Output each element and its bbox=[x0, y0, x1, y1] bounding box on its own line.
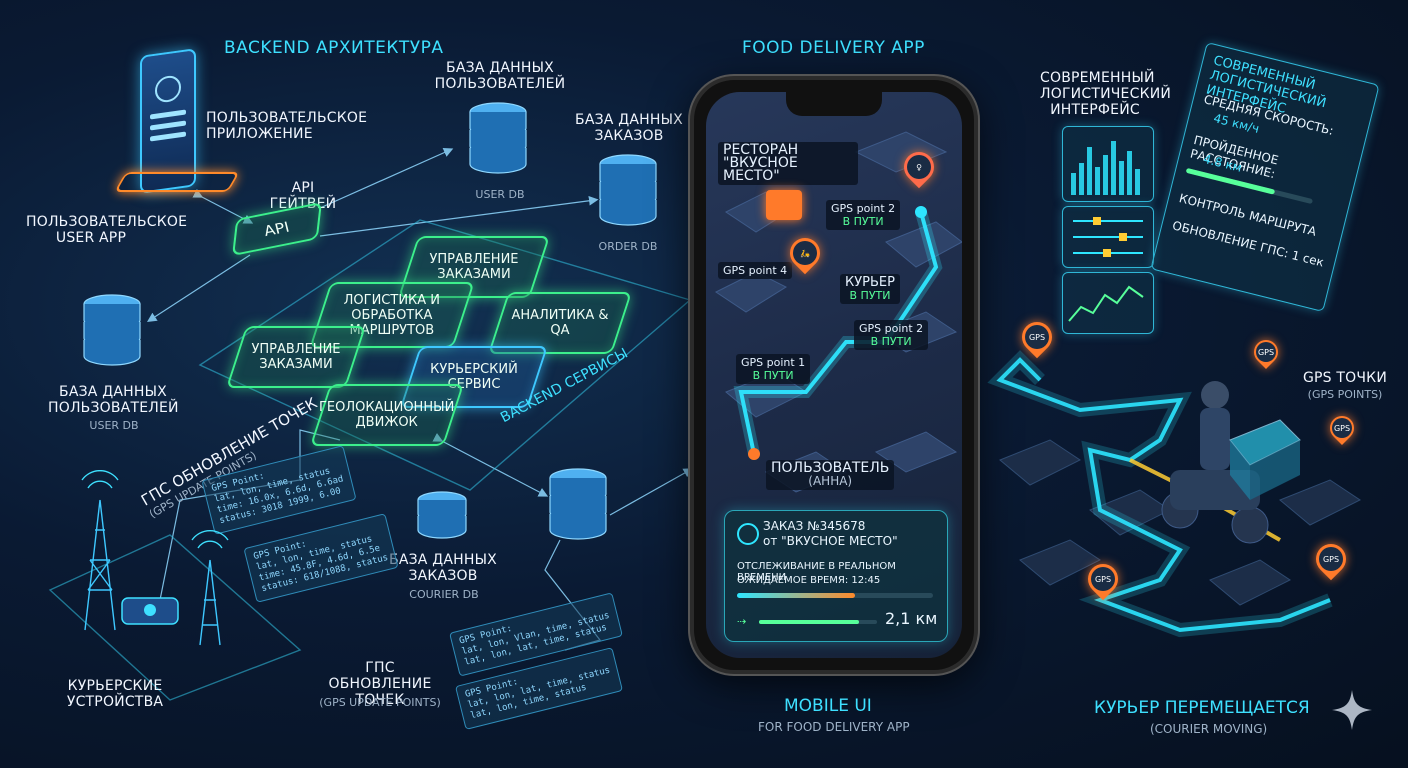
user-db-left-sub: USER DB bbox=[89, 419, 139, 432]
order-tracking: ОТСЛЕЖИВАНИЕ В РЕАЛЬНОМ ВРЕМЕНИ bbox=[737, 561, 896, 583]
distance-progress-fill bbox=[759, 620, 860, 624]
phone-notch bbox=[786, 92, 882, 116]
order-from: от "ВКУСНОЕ МЕСТО" bbox=[763, 534, 898, 548]
courier-moving-title: КУРЬЕР ПЕРЕМЕЩАЕТСЯ bbox=[1094, 698, 1310, 718]
service-analytics: АНАЛИТИКА & QA bbox=[487, 292, 633, 354]
courier-name: КУРЬЕР bbox=[845, 275, 895, 290]
distance-progress-track bbox=[759, 620, 877, 624]
user-db-top-sub: USER DB bbox=[475, 188, 525, 201]
eta-progress-fill bbox=[737, 593, 855, 598]
courier-tag: КУРЬЕР В ПУТИ bbox=[840, 274, 900, 304]
user-db-left-icon bbox=[83, 294, 141, 366]
gps-update-bottom-title: ГПС ОБНОВЛЕНИЕ ТОЧЕК bbox=[328, 660, 432, 708]
courier-tower-icons bbox=[81, 470, 229, 646]
restaurant-label: РЕСТОРАН "ВКУСНОЕ МЕСТО" bbox=[718, 142, 858, 185]
gps-point-2-mid-name: GPS point 2 bbox=[859, 322, 924, 335]
gps-point-4: GPS point 4 bbox=[718, 262, 793, 279]
order-eta: ОЖИДАЕМОЕ ВРЕМЯ: 12:45 bbox=[737, 575, 881, 586]
gps-points-label: GPS ТОЧКИ bbox=[1302, 370, 1387, 386]
phone-screen: РЕСТОРАН "ВКУСНОЕ МЕСТО" ♀ GPS point 2 В… bbox=[706, 92, 962, 658]
gps-point-4-name: GPS point 4 bbox=[723, 264, 788, 277]
app-title: FOOD DELIVERY APP bbox=[742, 38, 925, 58]
eta-progress-track bbox=[737, 593, 933, 598]
restaurant-icon bbox=[766, 190, 802, 220]
hud-bar-chart bbox=[1062, 126, 1154, 202]
order-db-top-title: БАЗА ДАННЫХ ЗАКАЗОВ bbox=[575, 112, 683, 144]
courier-db-icon bbox=[549, 468, 607, 540]
user-icon bbox=[737, 523, 759, 545]
gps-point-1-name: GPS point 1 bbox=[741, 356, 806, 369]
service-geolocation: ГЕОЛОКАЦИОННЫЙ ДВИЖОК bbox=[309, 384, 465, 446]
mobile-ui-sub: FOR FOOD DELIVERY APP bbox=[758, 720, 910, 734]
order-card[interactable]: ЗАКАЗ №345678 от "ВКУСНОЕ МЕСТО" ОТСЛЕЖИ… bbox=[724, 510, 948, 642]
user-db-top-title: БАЗА ДАННЫХ ПОЛЬЗОВАТЕЛЕЙ bbox=[434, 60, 566, 92]
user-app-left-label: ПОЛЬЗОВАТЕЛЬСКОЕ USER APP bbox=[26, 214, 188, 246]
user-db-top-icon bbox=[469, 102, 527, 174]
courier-devices-label: КУРЬЕРСКИЕ УСТРОЙСТВА bbox=[66, 678, 164, 710]
gps-point-2-top-name: GPS point 2 bbox=[831, 202, 896, 215]
user-app-base-glow bbox=[114, 172, 240, 192]
user-tag: ПОЛЬЗОВАТЕЛЬ (АННА) bbox=[766, 460, 895, 490]
sparkle-icon bbox=[1332, 690, 1372, 730]
courier-db-title: БАЗА ДАННЫХ ЗАКАЗОВ bbox=[389, 552, 497, 584]
user-name: ПОЛЬЗОВАТЕЛЬ bbox=[771, 460, 890, 476]
order-title: ЗАКАЗ №345678 bbox=[763, 519, 866, 533]
hud-sliders bbox=[1062, 206, 1154, 268]
user-sub: (АННА) bbox=[808, 474, 853, 488]
gps-point-2-top: GPS point 2 В ПУТИ bbox=[826, 200, 901, 230]
user-db-left-title: БАЗА ДАННЫХ ПОЛЬЗОВАТЕЛЕЙ bbox=[48, 384, 179, 416]
phone-frame: РЕСТОРАН "ВКУСНОЕ МЕСТО" ♀ GPS point 2 В… bbox=[690, 76, 978, 674]
right-city-map bbox=[987, 350, 1361, 638]
hud-line-chart bbox=[1062, 272, 1154, 334]
user-app-label: ПОЛЬЗОВАТЕЛЬСКОЕ ПРИЛОЖЕНИЕ bbox=[206, 110, 368, 142]
gps-point-2-top-status: В ПУТИ bbox=[842, 215, 884, 228]
gps-points-sub: (GPS POINTS) bbox=[1307, 388, 1383, 401]
api-gateway-label: API ГЕЙТВЕЙ bbox=[269, 180, 337, 212]
gps-point-2-mid-status: В ПУТИ bbox=[870, 335, 912, 348]
backend-title: BACKEND АРХИТЕКТУРА bbox=[224, 38, 444, 58]
order-distance: 2,1 км bbox=[885, 609, 938, 628]
gps-point-1-status: В ПУТИ bbox=[752, 369, 794, 382]
order-db-top-icon bbox=[599, 154, 657, 226]
courier-status: В ПУТИ bbox=[849, 289, 891, 302]
courier-moving-sub: (COURIER MOVING) bbox=[1150, 722, 1268, 736]
gps-point-2-mid: GPS point 2 В ПУТИ bbox=[854, 320, 929, 350]
modern-interface-label: СОВРЕМЕННЫЙ ЛОГИСТИЧЕСКИЙ ИНТЕРФЕЙС bbox=[1040, 70, 1172, 118]
route-icon: ⇢ bbox=[737, 615, 747, 628]
service-order-management-2: УПРАВЛЕНИЕ ЗАКАЗАМИ bbox=[225, 326, 367, 388]
gps-update-bottom-sub: (GPS UPDATE POINTS) bbox=[319, 696, 441, 709]
courier-db-small-icon bbox=[417, 491, 467, 539]
courier-db-sub: COURIER DB bbox=[409, 588, 479, 601]
mobile-ui-title: MOBILE UI bbox=[784, 696, 872, 716]
gps-point-1: GPS point 1 В ПУТИ bbox=[736, 354, 811, 384]
order-db-top-sub: ORDER DB bbox=[598, 240, 658, 253]
